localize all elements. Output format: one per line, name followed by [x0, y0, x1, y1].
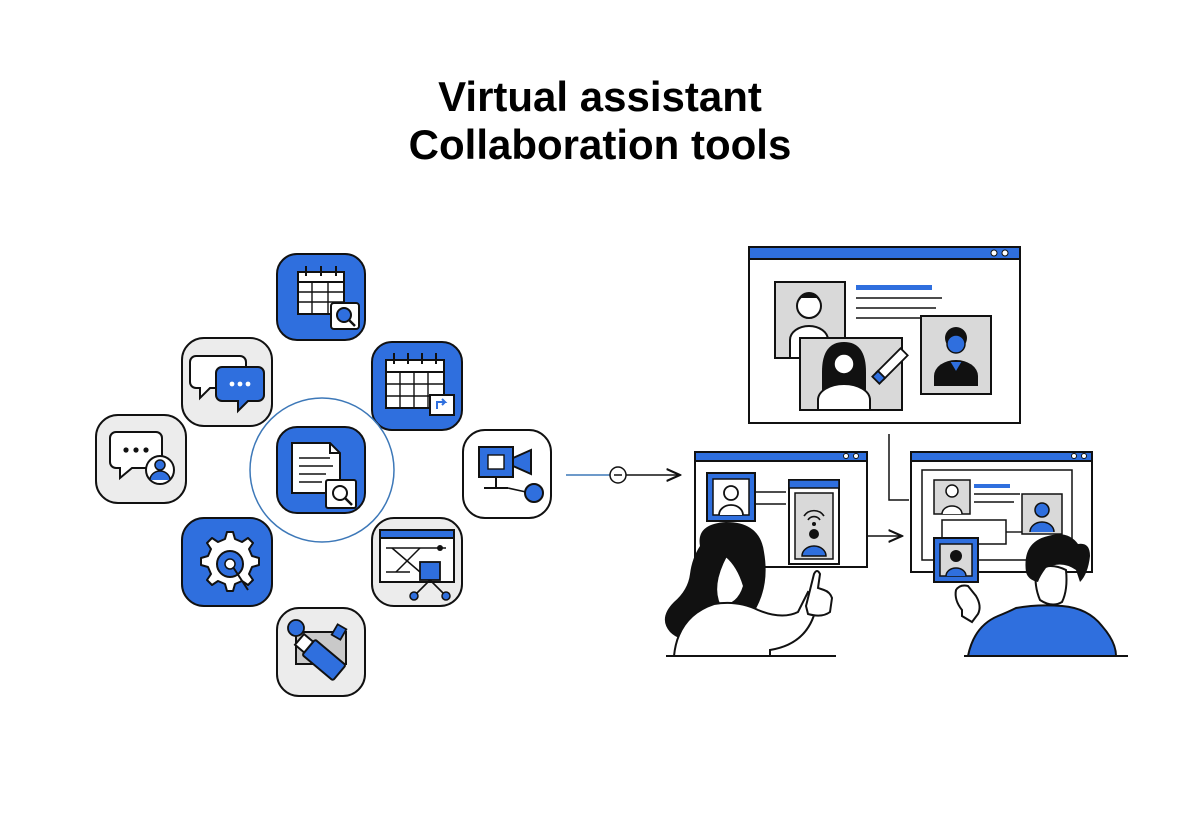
- usb-drive-icon[interactable]: [276, 607, 366, 697]
- gear-settings-icon[interactable]: [181, 517, 273, 607]
- calendar-search-icon[interactable]: [276, 253, 366, 341]
- participant-avatar: [920, 315, 992, 395]
- chat-bubbles-icon[interactable]: [181, 337, 273, 427]
- page-title-line-1: Virtual assistant: [438, 73, 762, 120]
- participant-avatar: [799, 337, 909, 411]
- connector-arrow: [566, 466, 680, 484]
- chat-user-icon[interactable]: [95, 414, 187, 504]
- woman-user-illustration: [664, 522, 834, 657]
- video-camera-icon[interactable]: [462, 429, 552, 519]
- calendar-sync-icon[interactable]: [371, 341, 463, 431]
- man-user-illustration: [954, 534, 1118, 657]
- page-title-line-2: Collaboration tools: [408, 121, 792, 168]
- meeting-window: [748, 246, 1021, 424]
- document-search-icon[interactable]: [249, 397, 395, 543]
- workflow-chart-icon[interactable]: [371, 517, 463, 607]
- shared-screen-window: [694, 451, 868, 568]
- collaboration-window: [910, 451, 1093, 583]
